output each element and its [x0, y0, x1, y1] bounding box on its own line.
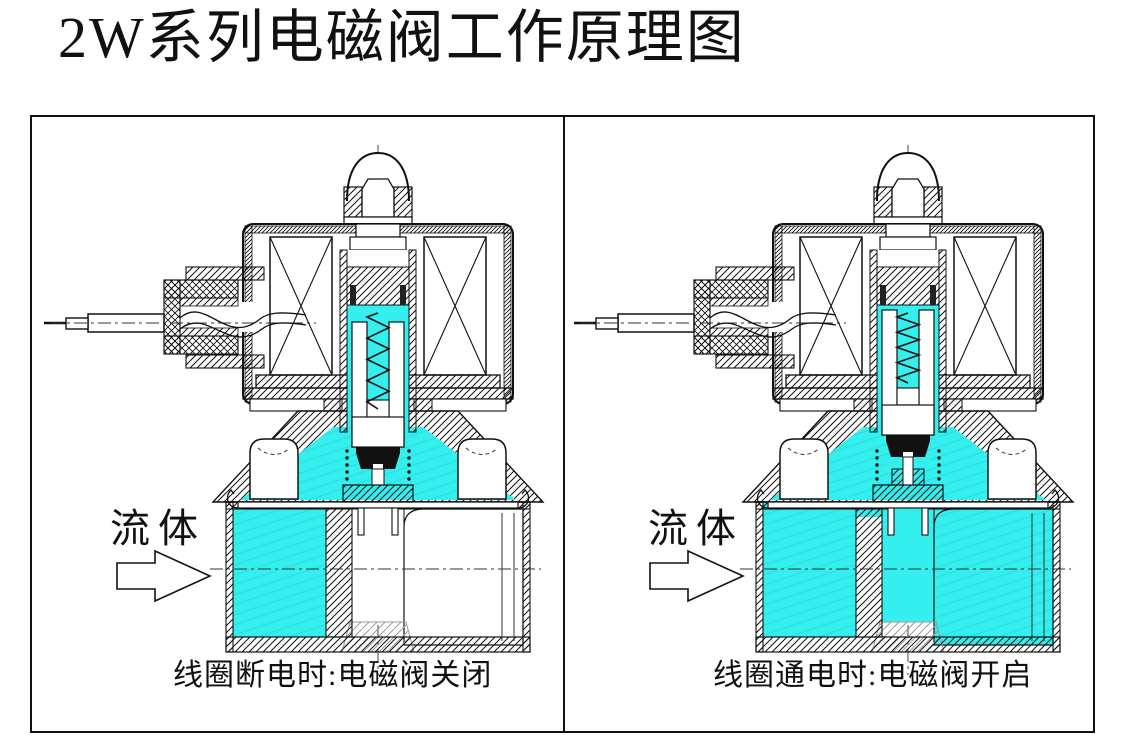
- diagram-frame: [30, 115, 1095, 733]
- fluid-arrow: [116, 549, 212, 603]
- fluid-label-open: 流体: [648, 506, 744, 551]
- caption-valve-open: 线圈通电时:电磁阀开启: [713, 659, 1033, 692]
- valve-closed-drawing: [44, 145, 545, 675]
- fluid-label-closed: 流体: [110, 506, 206, 551]
- solenoid-valve-diagram: [44, 117, 1075, 731]
- valve-open-drawing: [574, 145, 1075, 675]
- page-title: 2W系列电磁阀工作原理图: [58, 5, 746, 70]
- fluid-arrow: [649, 549, 745, 603]
- caption-valve-closed: 线圈断电时:电磁阀关闭: [173, 659, 493, 692]
